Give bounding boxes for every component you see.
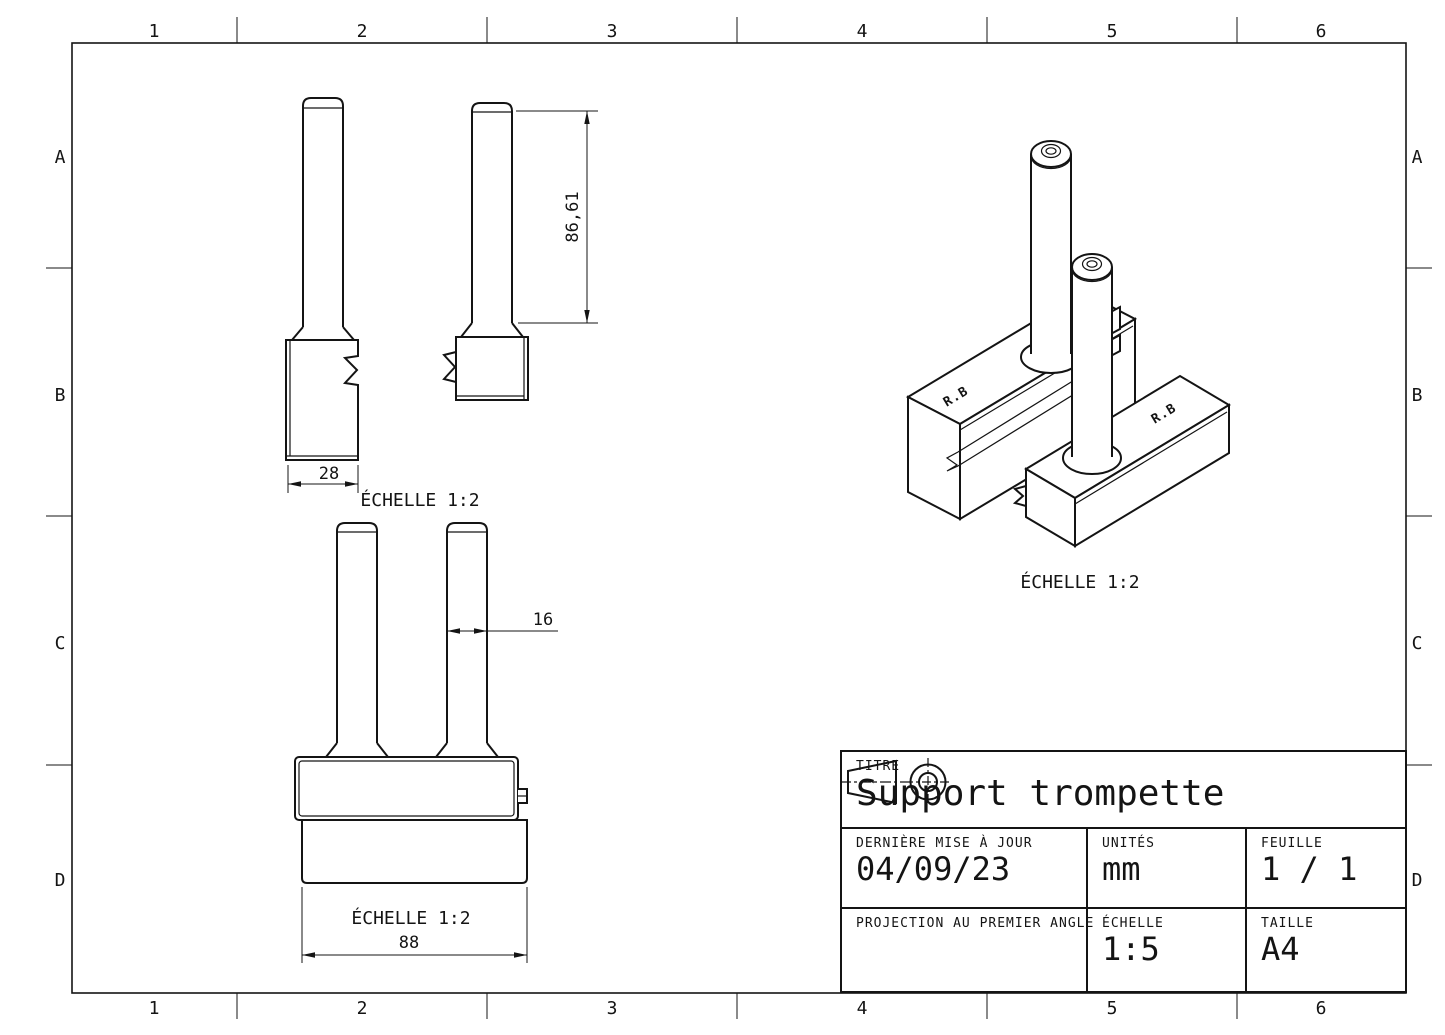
drawing-title: Support trompette [856, 773, 1225, 814]
grid-col-label: 3 [607, 21, 618, 42]
units-cell: UNITÉS mm [1088, 829, 1247, 907]
grid-col-label: 4 [857, 998, 868, 1019]
last-updated-value: 04/09/23 [856, 850, 1011, 888]
frame-ticks [46, 17, 1432, 1019]
projection-label: PROJECTION AU PREMIER ANGLE [856, 916, 1095, 931]
title-block-row-2: DERNIÈRE MISE À JOUR 04/09/23 UNITÉS mm … [842, 829, 1405, 909]
sheet-frame: 1 2 3 4 5 6 1 2 3 4 5 6 A B C D A B C D [46, 17, 1432, 1019]
scale-value: 1:5 [1102, 930, 1160, 968]
sheet-number-value: 1 / 1 [1261, 850, 1358, 888]
side-view-scale-label: ÉCHELLE 1:2 [360, 489, 479, 511]
assembly-view-scale-label: ÉCHELLE 1:2 [351, 907, 470, 929]
first-angle-projection-icon [840, 758, 952, 806]
grid-col-label: 3 [607, 998, 618, 1019]
grid-row-label: A [55, 147, 66, 168]
dimension-88: 88 [301, 887, 528, 963]
units-label: UNITÉS [1102, 836, 1155, 851]
dimension-86-61: 86,61 [516, 110, 598, 324]
scale-cell: ÉCHELLE 1:5 [1088, 909, 1247, 991]
grid-col-label: 2 [357, 998, 368, 1019]
title-block-title-cell: TITRE Support trompette [842, 752, 1405, 829]
dim-width-text: 28 [319, 464, 339, 484]
side-view: 28 ÉCHELLE 1:2 [285, 97, 480, 511]
dim-diameter-text: 16 [533, 610, 553, 630]
scale-label: ÉCHELLE [1102, 916, 1164, 931]
grid-row-label: D [1412, 870, 1423, 891]
units-value: mm [1102, 850, 1141, 888]
dimension-16: 16 [447, 610, 558, 634]
grid-col-label: 1 [149, 21, 160, 42]
grid-labels-top: 1 2 3 4 5 6 [149, 21, 1327, 42]
front-view: 86,61 [442, 102, 598, 401]
isometric-view-scale-label: ÉCHELLE 1:2 [1020, 571, 1139, 593]
grid-col-label: 1 [149, 998, 160, 1019]
size-cell: TAILLE A4 [1247, 909, 1405, 991]
title-block-row-3: PROJECTION AU PREMIER ANGLE ÉCHELLE 1:5 … [840, 758, 1405, 991]
grid-labels-bottom: 1 2 3 4 5 6 [149, 998, 1327, 1019]
sheet-number-label: FEUILLE [1261, 836, 1323, 851]
grid-row-label: C [1412, 633, 1423, 654]
grid-labels-left: A B C D [55, 147, 66, 891]
grid-col-label: 6 [1316, 998, 1327, 1019]
assembly-view: 16 88 ÉCHELLE 1:2 [294, 522, 558, 963]
dimension-28: 28 [287, 464, 359, 493]
last-updated-cell: DERNIÈRE MISE À JOUR 04/09/23 [842, 829, 1088, 907]
size-label: TAILLE [1261, 916, 1314, 931]
grid-labels-right: A B C D [1412, 147, 1423, 891]
grid-col-label: 5 [1107, 21, 1118, 42]
grid-row-label: D [55, 870, 66, 891]
last-updated-label: DERNIÈRE MISE À JOUR [856, 836, 1033, 851]
grid-row-label: C [55, 633, 66, 654]
grid-col-label: 5 [1107, 998, 1118, 1019]
dim-length-text: 88 [399, 933, 419, 953]
grid-row-label: B [1412, 385, 1423, 406]
iso-part-front: R.B [1012, 253, 1231, 548]
projection-cell: PROJECTION AU PREMIER ANGLE [840, 758, 1095, 991]
grid-col-label: 2 [357, 21, 368, 42]
grid-col-label: 4 [857, 21, 868, 42]
sheet-number-cell: FEUILLE 1 / 1 [1247, 829, 1405, 907]
grid-col-label: 6 [1316, 21, 1327, 42]
isometric-view: R.B R.B ÉCHELLE 1:2 [905, 140, 1231, 593]
grid-row-label: A [1412, 147, 1423, 168]
dim-height-text: 86,61 [563, 191, 583, 242]
title-block: TITRE Support trompette DERNIÈRE MISE À … [840, 750, 1407, 993]
size-value: A4 [1261, 930, 1300, 968]
grid-row-label: B [55, 385, 66, 406]
